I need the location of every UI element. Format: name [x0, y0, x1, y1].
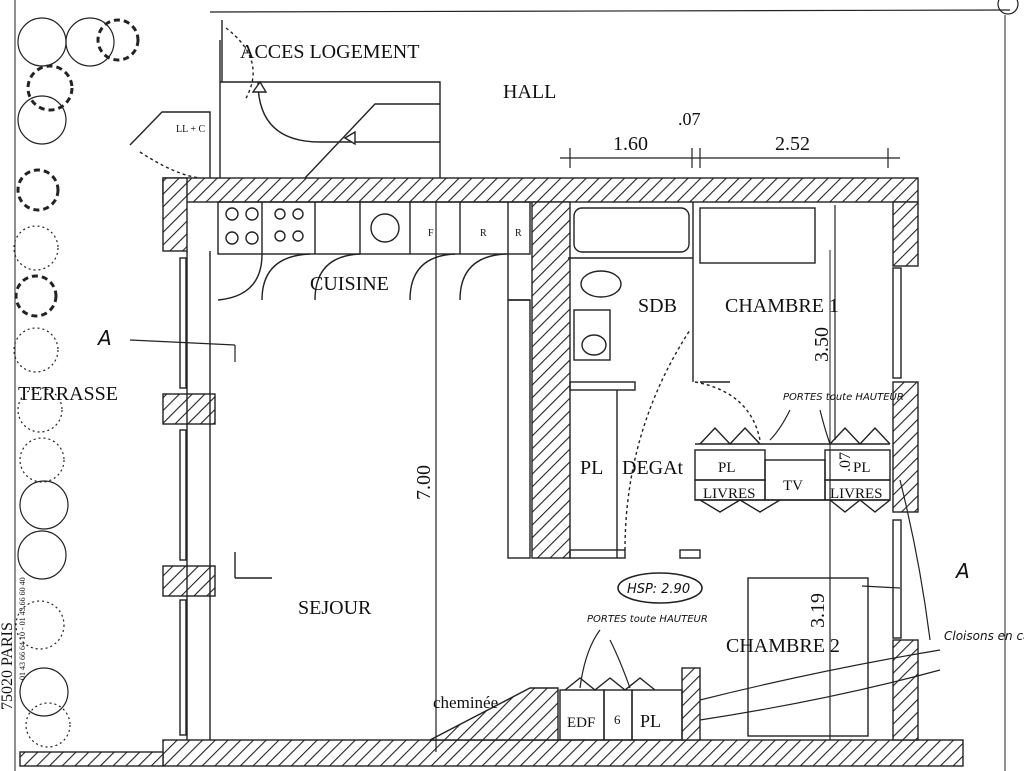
tree-icon	[65, 17, 115, 67]
hsp-bubble	[617, 572, 703, 604]
sink-icon	[581, 334, 607, 356]
closet-pl-1: PL	[718, 460, 736, 476]
dimension-3-50: 3.50	[811, 327, 833, 362]
room-label-cuisine: CUISINE	[310, 273, 389, 295]
section-marker-right: A	[954, 559, 970, 583]
structural-walls	[19, 177, 964, 767]
tree-icon	[17, 17, 67, 67]
room-labels: ACCES LOGEMENT HALL CUISINE SDB CHAMBRE …	[18, 41, 840, 712]
dimension-2-52: 2.52	[775, 133, 810, 155]
tree-icon	[19, 480, 69, 530]
tree-icon	[19, 437, 65, 483]
room-label-terrasse: TERRASSE	[18, 383, 118, 405]
tree-icon	[25, 702, 71, 748]
annotation-portes-1: PORTES toute HAUTEUR	[783, 392, 904, 403]
toilet-icon	[580, 270, 622, 298]
room-label-pl-degat: PL	[580, 457, 603, 479]
r-cabinet-label: R	[515, 228, 522, 239]
closet-pl-bottom: PL	[640, 711, 661, 731]
tree-icon	[17, 95, 67, 145]
section-marker-left: A	[96, 326, 112, 350]
dimension-1-60: 1.60	[613, 133, 648, 155]
tree-icon	[13, 327, 59, 373]
dimension-labels: 1.60 2.52 .07 3.50 7.00 3.19 .07	[413, 109, 854, 628]
tree-icon	[26, 64, 74, 112]
storage-labels: PL PL LIVRES TV LIVRES EDF 6 PL LL + C R…	[176, 124, 883, 731]
room-label-cheminee: cheminée	[433, 693, 498, 712]
tree-icon	[96, 18, 140, 62]
annotation-portes-2: PORTES toute HAUTEUR	[587, 614, 708, 625]
terrace-trees	[13, 17, 140, 748]
edf-box: EDF	[567, 715, 595, 731]
annotation-leader	[579, 409, 941, 721]
stamp-city: 75020 PARIS	[0, 622, 16, 710]
room-label-chambre-1: CHAMBRE 1	[725, 295, 839, 317]
tree-icon	[15, 600, 65, 650]
annotation-cloisons: Cloisons en carreaux de plâtre 0,07	[944, 629, 1024, 643]
dimension-7-00: 7.00	[413, 465, 435, 500]
room-label-degat: DEGAt	[622, 457, 684, 479]
tree-icon	[16, 168, 60, 212]
tree-icon	[13, 225, 59, 271]
room-label-chambre-2: CHAMBRE 2	[726, 635, 840, 657]
dimension-lines	[129, 148, 901, 752]
stamp-phone: 01 43 66 64 10 - 01 43 66 60 40	[18, 577, 27, 680]
closet-pl-2: PL	[853, 460, 871, 476]
room-label-hall: HALL	[503, 81, 556, 103]
tree-icon	[14, 274, 58, 318]
oven-label: F	[428, 228, 434, 239]
room-label-sejour: SEJOUR	[298, 597, 372, 619]
page-frame	[14, 0, 1019, 771]
dimension-007-mid: .07	[837, 452, 854, 472]
tv-cabinet: TV	[783, 478, 803, 494]
dimension-3-19: 3.19	[807, 593, 829, 628]
room-label-sdb: SDB	[638, 295, 677, 317]
cabinet-6: 6	[614, 712, 621, 727]
fridge-label: R	[480, 228, 487, 239]
washer-label: LL + C	[176, 124, 205, 135]
annotation-hsp: HSP: 2.90	[627, 582, 690, 597]
tree-icon	[17, 387, 63, 433]
tree-icon	[17, 530, 67, 580]
shelf-livres-2: LIVRES	[830, 486, 883, 502]
room-label-acces: ACCES LOGEMENT	[240, 41, 419, 63]
shelf-livres-1: LIVRES	[703, 486, 756, 502]
tree-icon	[19, 667, 69, 717]
dimension-007-top: .07	[678, 109, 701, 129]
annotations: PORTES toute HAUTEUR PORTES toute HAUTEU…	[96, 326, 1024, 721]
